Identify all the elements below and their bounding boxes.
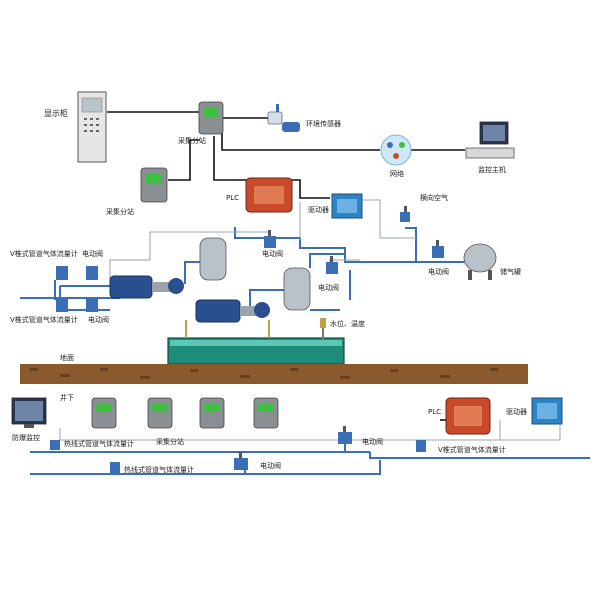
- water-level-sensor: [320, 318, 326, 340]
- label-vortex-meter-left: V椎式管道气体流量计: [10, 249, 78, 258]
- collect-station-left: [140, 167, 168, 203]
- label-driver-top: 驱动器: [308, 205, 329, 214]
- label-display-cabinet: 显示柜: [44, 108, 68, 118]
- label-underground: 井下: [60, 393, 74, 402]
- label-gas-tank: 储气罐: [500, 267, 521, 276]
- label-valve-bot1: 电动阀: [362, 437, 383, 446]
- label-collect-station-bottom: 采集分站: [156, 437, 184, 446]
- label-env-sensor: 环境传感器: [306, 119, 341, 128]
- valve-icon: [326, 256, 338, 274]
- driver-top: [331, 193, 363, 219]
- ground-band: [20, 364, 528, 384]
- valve-icon: [234, 452, 248, 470]
- computer-icon: [465, 121, 515, 159]
- collect-station-top: [198, 101, 224, 135]
- valve-icon: [86, 266, 98, 280]
- label-valve-left-top: 电动阀: [82, 249, 103, 258]
- label-thermal-meter-1: 热线式管道气体流量计: [64, 439, 134, 448]
- display-cabinet: [77, 91, 107, 163]
- label-vortex-meter-bottom: V椎式管道气体流量计: [438, 445, 506, 454]
- label-valve-mid1: 电动阀: [262, 249, 283, 258]
- signal-lines: [107, 111, 465, 421]
- collect-station-bottom-4: [253, 397, 279, 429]
- label-water-level: 水位、温度: [330, 319, 365, 328]
- flowmeter-icon: [50, 440, 60, 450]
- valve-icon: [86, 298, 98, 312]
- plc-bottom: [445, 397, 491, 435]
- label-air-intake: 横向空气: [420, 193, 448, 202]
- collect-station-bottom-2: [147, 397, 173, 429]
- gas-tank: [463, 243, 497, 280]
- collect-station-bottom-3: [199, 397, 225, 429]
- label-vortex-meter-left2: V椎式管道气体流量计: [10, 315, 78, 324]
- label-plc-top: PLC: [226, 194, 239, 202]
- label-valve-bot2: 电动阀: [260, 461, 281, 470]
- label-explosion-monitor: 防爆监控: [12, 433, 40, 442]
- label-collect-station-top: 采集分站: [178, 136, 206, 145]
- pipe-network: [20, 227, 590, 475]
- flowmeter-icon: [56, 298, 68, 312]
- valve-icon: [432, 240, 444, 258]
- label-valve-left-bot: 电动阀: [88, 315, 109, 324]
- computer-icon: [11, 397, 47, 428]
- label-driver-bottom: 驱动器: [506, 407, 527, 416]
- label-network: 网络: [390, 169, 404, 178]
- storage-tank-1: [199, 237, 227, 281]
- label-valve-top-right: 电动阀: [428, 267, 449, 276]
- pump-1: [109, 275, 184, 299]
- label-monitor-host: 监控主机: [478, 165, 506, 174]
- flowmeter-icon: [110, 462, 120, 474]
- plc-top: [245, 177, 293, 213]
- pump-2: [195, 299, 270, 323]
- driver-bottom: [531, 397, 563, 425]
- collect-station-bottom-1: [91, 397, 117, 429]
- label-valve-mid2: 电动阀: [318, 283, 339, 292]
- valve-icon: [400, 206, 410, 222]
- label-thermal-meter-2: 热线式管道气体流量计: [124, 465, 194, 474]
- label-plc-bottom: PLC: [428, 408, 441, 416]
- flowmeter-icon: [56, 266, 68, 280]
- sensor-icon: [267, 104, 300, 132]
- flowmeter-icon: [416, 440, 426, 452]
- valve-icon: [264, 230, 276, 248]
- label-ground: 地面: [60, 353, 74, 362]
- valve-icon: [338, 426, 352, 444]
- label-collect-station-left: 采集分站: [106, 207, 134, 216]
- water-basin: [167, 320, 345, 365]
- network-icon: [380, 134, 412, 166]
- storage-tank-2: [283, 267, 311, 311]
